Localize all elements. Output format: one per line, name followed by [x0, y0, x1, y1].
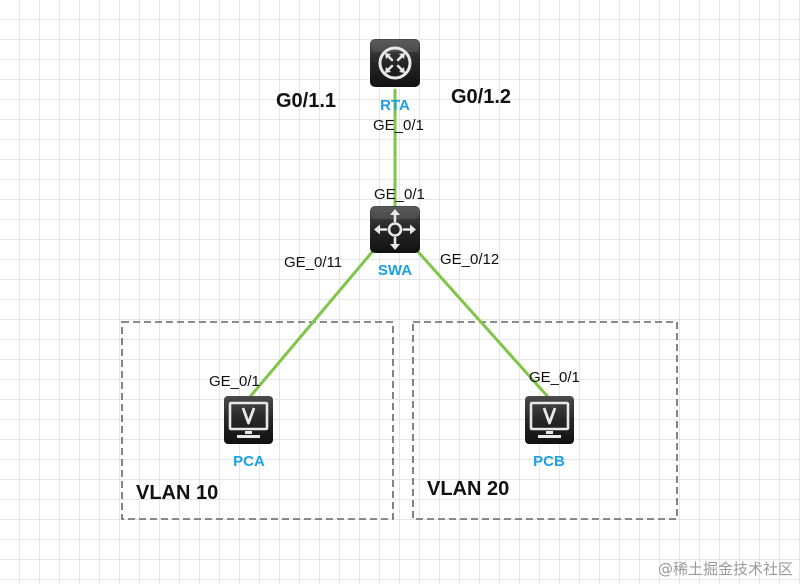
vlan-10-box: [121, 321, 394, 520]
router-icon: [370, 39, 420, 87]
router-rta[interactable]: RTA: [370, 39, 420, 114]
port-label-pcb: GE_0/1: [529, 369, 580, 386]
pc-pcb[interactable]: PCB: [525, 396, 574, 470]
router-name: RTA: [380, 97, 410, 114]
port-label-rta-uplink: GE_0/1: [373, 117, 424, 134]
port-label-pca: GE_0/1: [209, 373, 260, 390]
port-label-swa-to-pcb: GE_0/12: [440, 251, 499, 268]
link-swa-pcb: [410, 243, 551, 400]
switch-name: SWA: [378, 262, 412, 279]
pc-pca[interactable]: PCA: [224, 396, 273, 470]
vlan-20-box: [412, 321, 678, 520]
pc-monitor-icon: [224, 396, 273, 444]
vlan-10-label: VLAN 10: [136, 482, 218, 504]
watermark-text: @稀土掘金技术社区: [658, 560, 793, 578]
layer3-switch-icon: [370, 206, 420, 253]
port-label-swa-to-pca: GE_0/11: [284, 254, 342, 271]
pc-a-name: PCA: [233, 453, 265, 470]
subinterface-label-right: G0/1.2: [451, 86, 511, 108]
port-label-swa-uplink: GE_0/1: [374, 186, 425, 203]
link-swa-pca: [247, 243, 380, 400]
subinterface-label-left: G0/1.1: [276, 90, 336, 112]
vlan-20-label: VLAN 20: [427, 478, 509, 500]
switch-swa[interactable]: SWA: [370, 206, 420, 279]
pc-monitor-icon: [525, 396, 574, 444]
pc-b-name: PCB: [533, 453, 565, 470]
